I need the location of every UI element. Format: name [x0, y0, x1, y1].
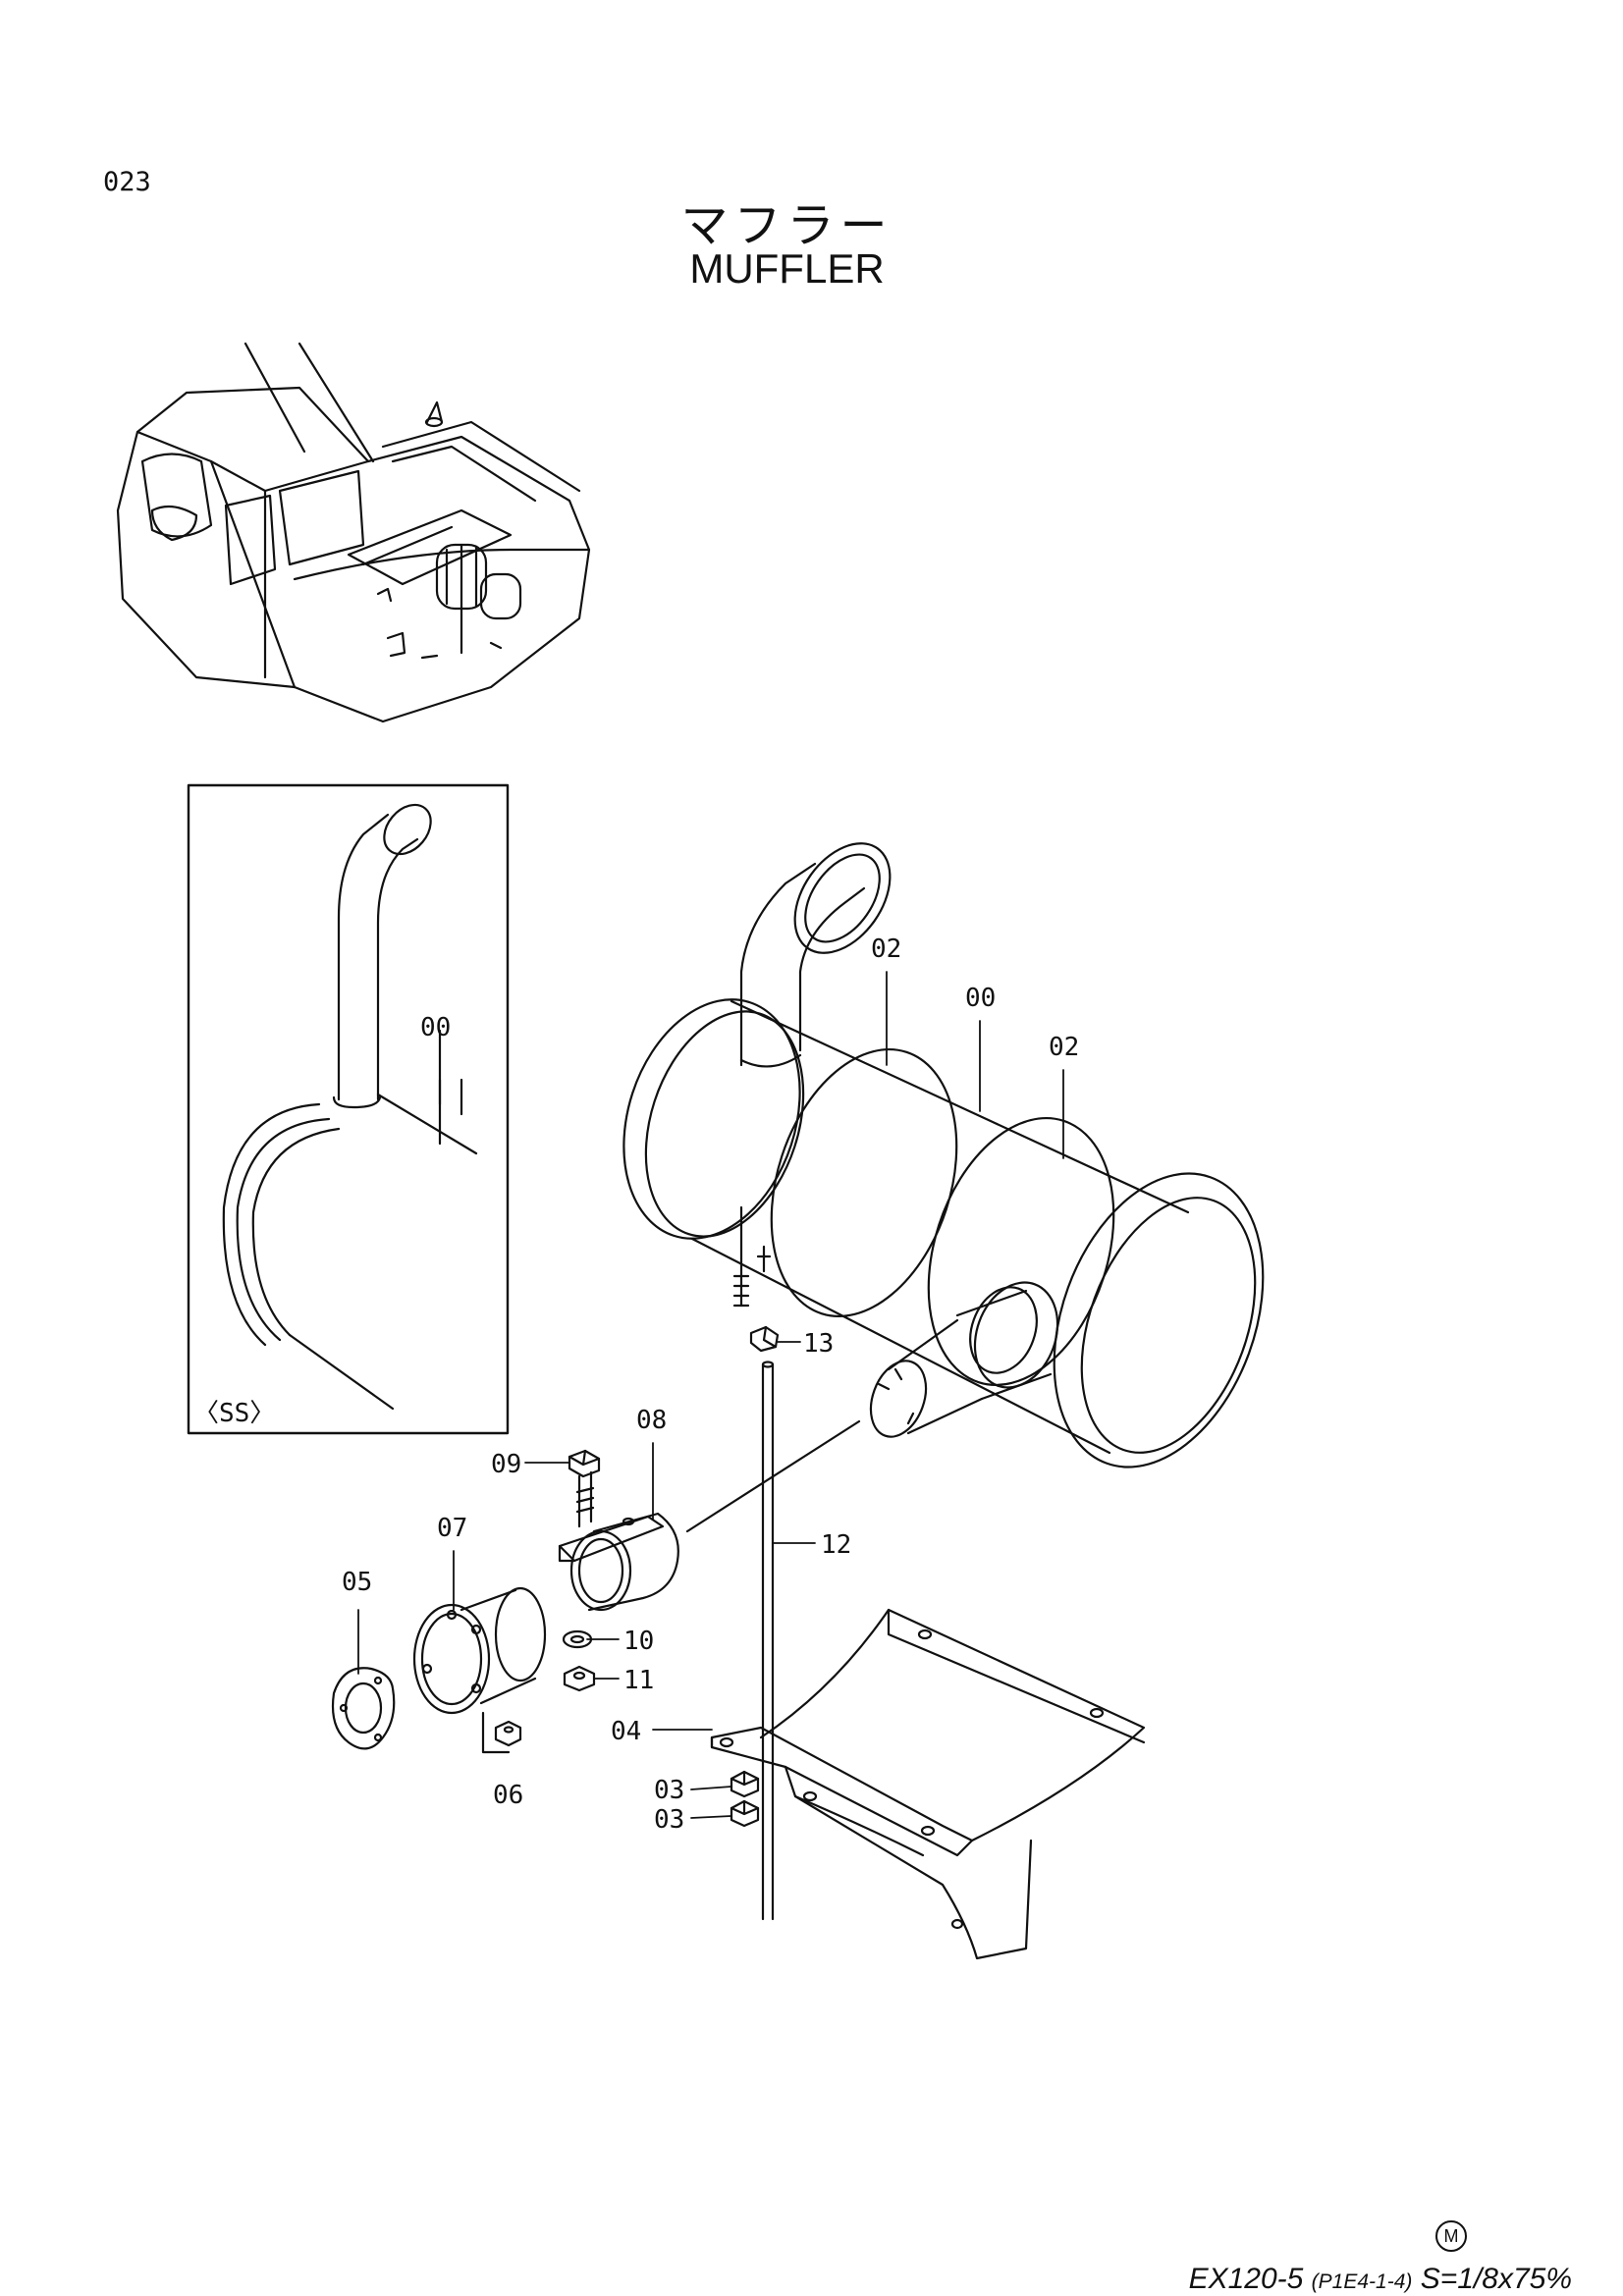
part-09-bolt: [568, 1449, 601, 1528]
part-04-bracket: [710, 1608, 1146, 1960]
part-08-clamp: [558, 1512, 679, 1612]
part-13-nut: [749, 1325, 780, 1353]
muffler-assembly: [622, 842, 1265, 1533]
title-japanese: マフラー: [680, 198, 893, 253]
footer-ref: (P1E4-1-4): [1311, 2270, 1413, 2293]
callout-02-right: 02: [1049, 1033, 1079, 1062]
m-mark: M: [1435, 2220, 1467, 2252]
callout-03-b: 03: [654, 1805, 684, 1835]
callout-00: 00: [965, 984, 996, 1013]
page-number: 023: [103, 167, 151, 197]
callout-08: 08: [636, 1406, 667, 1435]
footer: EX120-5 (P1E4-1-4) S=1/8x75%: [1189, 2263, 1572, 2296]
callout-labels: 00 02 00 02 13 08 09 12 07 05 10 11 04 0…: [193, 934, 1079, 1835]
part-03-nuts: [730, 1770, 760, 1828]
part-05-gasket: [331, 1667, 396, 1750]
callout-06: 06: [493, 1781, 523, 1810]
footer-scale: S=1/8x75%: [1420, 2263, 1572, 2295]
leader-lines: [357, 971, 1064, 1819]
callout-02-left: 02: [871, 934, 901, 964]
part-11-nut: [563, 1665, 596, 1692]
callout-09: 09: [491, 1450, 521, 1479]
ss-inset: [187, 783, 510, 1435]
callout-11: 11: [623, 1666, 654, 1695]
part-07-flange-pipe: [412, 1586, 547, 1715]
excavator-overview: [116, 342, 591, 723]
callout-12: 12: [821, 1530, 851, 1560]
part-06-nut: [481, 1711, 522, 1754]
callout-13: 13: [803, 1329, 834, 1359]
callout-05: 05: [342, 1568, 372, 1597]
footer-model: EX120-5: [1188, 2263, 1304, 2295]
callout-04: 04: [611, 1717, 641, 1746]
callout-03-a: 03: [654, 1776, 684, 1805]
part-12-rod: [761, 1361, 775, 1921]
callout-07: 07: [437, 1514, 467, 1543]
title-english: MUFFLER: [689, 245, 885, 292]
callout-inset-00: 00: [420, 1013, 451, 1042]
inset-ss-label: 〈SS〉: [193, 1399, 275, 1428]
callout-10: 10: [623, 1627, 654, 1656]
